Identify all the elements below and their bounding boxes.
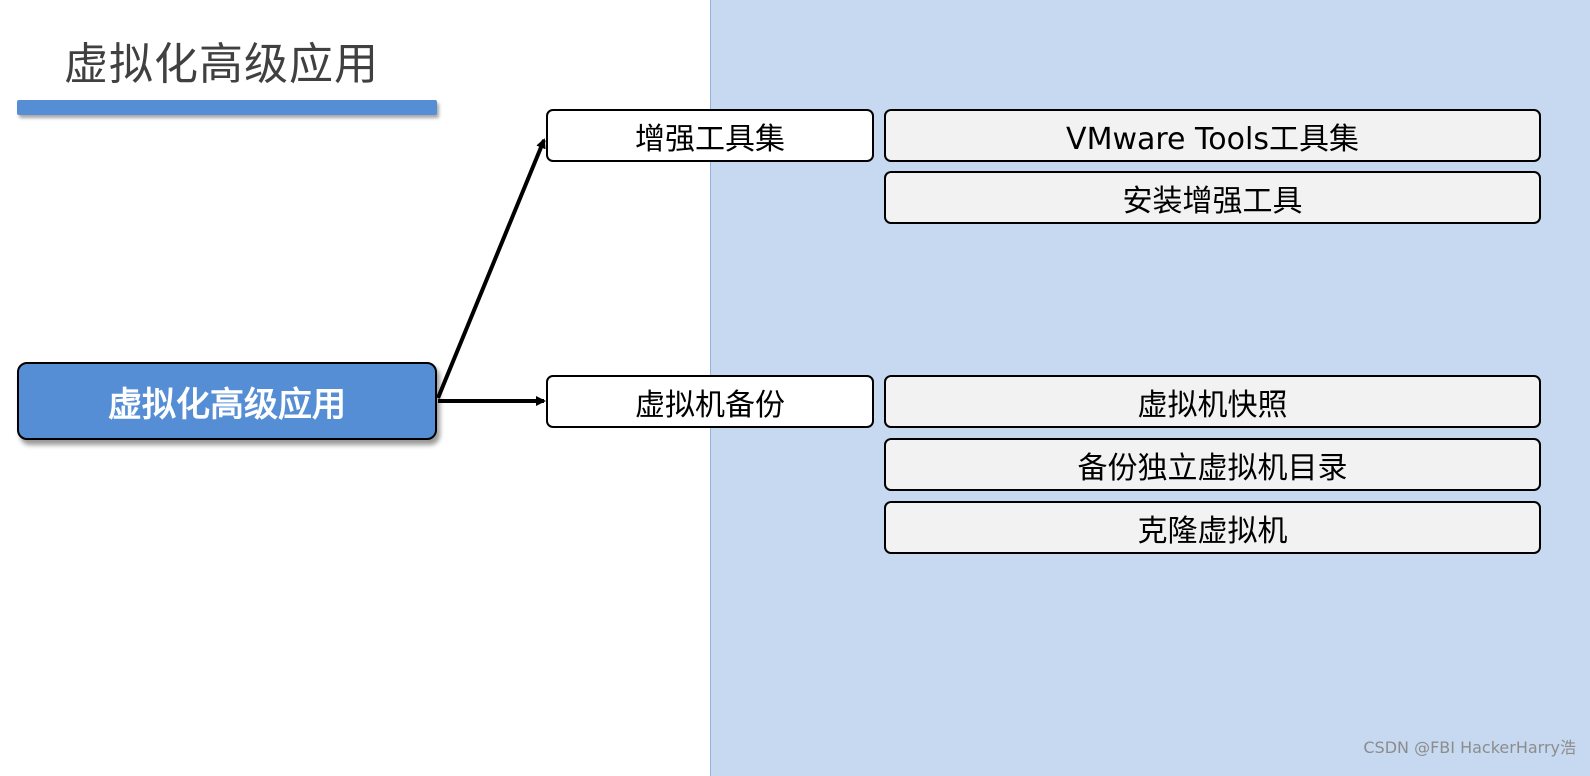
arrow-to-enhancement-tools: [436, 138, 546, 399]
leaf-node-clone-vm: 克隆虚拟机: [884, 501, 1541, 554]
root-node: 虚拟化高级应用: [17, 362, 437, 440]
leaf-node-install-tools: 安装增强工具: [884, 171, 1541, 224]
leaf-node-vm-snapshot: 虚拟机快照: [884, 375, 1541, 428]
branch-node-vm-backup: 虚拟机备份: [546, 375, 874, 428]
branch-node-enhancement-tools: 增强工具集: [546, 109, 874, 162]
watermark: CSDN @FBI HackerHarry浩: [1363, 738, 1576, 757]
leaf-node-backup-vm-directory: 备份独立虚拟机目录: [884, 438, 1541, 491]
slide-title: 虚拟化高级应用: [64, 39, 379, 90]
leaf-node-vmware-tools: VMware Tools工具集: [884, 109, 1541, 162]
title-underline-bar: [17, 100, 437, 115]
